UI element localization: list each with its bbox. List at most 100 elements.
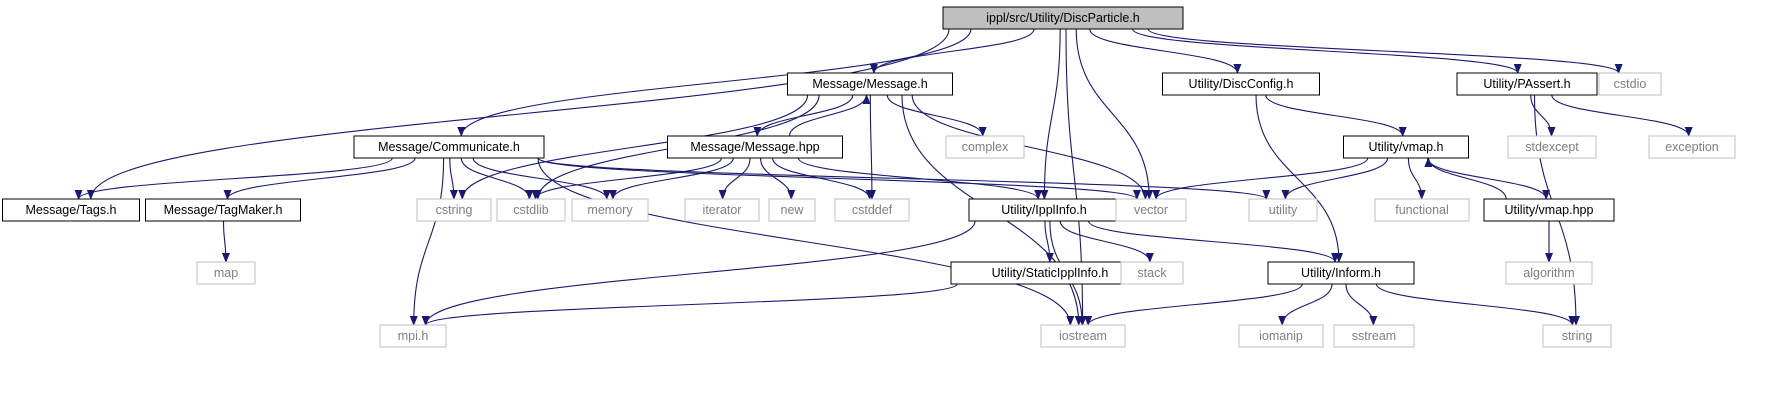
node-label-iostream: iostream	[1059, 329, 1107, 343]
node-label-algorithm: algorithm	[1523, 266, 1574, 280]
node-label-iterator: iterator	[703, 203, 742, 217]
node-stdexcept: stdexcept	[1507, 135, 1597, 159]
edge-vmap_h-to-vmap_hpp	[1426, 157, 1551, 200]
node-label-exception: exception	[1665, 140, 1719, 154]
node-label-root: ippl/src/Utility/DiscParticle.h	[986, 11, 1140, 25]
node-box-inform-h	[1267, 261, 1415, 285]
node-label-functional: functional	[1395, 203, 1449, 217]
node-algorithm: algorithm	[1505, 261, 1593, 285]
node-iterator: iterator	[684, 198, 760, 222]
node-label-tags-h: Message/Tags.h	[25, 203, 116, 217]
edge-communicate_h-to-vector	[537, 157, 1141, 200]
node-staticipplinfo-h[interactable]: Utility/StaticIpplInfo.h	[950, 261, 1150, 285]
node-map: map	[196, 261, 256, 285]
node-box-new	[768, 198, 816, 222]
node-box-exception	[1648, 135, 1736, 159]
node-label-cstdio: cstdio	[1614, 77, 1647, 91]
node-iostream: iostream	[1040, 324, 1126, 348]
node-label-tagmaker-h: Message/TagMaker.h	[164, 203, 283, 217]
node-discconfig-h[interactable]: Utility/DiscConfig.h	[1162, 72, 1320, 96]
edge-message_h-to-cstring	[458, 94, 809, 200]
node-iomanip: iomanip	[1238, 324, 1324, 348]
node-message-hpp[interactable]: Message/Message.hpp	[667, 135, 843, 159]
node-vmap-hpp[interactable]: Utility/vmap.hpp	[1483, 198, 1615, 222]
node-cstdlib: cstdlib	[496, 198, 566, 222]
node-box-tagmaker-h	[145, 198, 301, 222]
node-message-h[interactable]: Message/Message.h	[787, 72, 953, 96]
node-stack: stack	[1120, 261, 1184, 285]
edge-vmap_h-to-functional	[1407, 157, 1426, 200]
edge-vmap_h-to-utility	[1281, 157, 1389, 200]
node-label-new: new	[781, 203, 805, 217]
node-label-cstring: cstring	[436, 203, 473, 217]
node-box-complex	[945, 135, 1025, 159]
edge-root-to-ipplinfo_h	[1040, 28, 1061, 200]
edge-root-to-communicate_h	[457, 28, 972, 137]
node-cstdio: cstdio	[1598, 72, 1662, 96]
node-tagmaker-h[interactable]: Message/TagMaker.h	[145, 198, 301, 222]
node-exception: exception	[1648, 135, 1736, 159]
node-box-discconfig-h	[1162, 72, 1320, 96]
node-label-sstream: sstream	[1352, 329, 1396, 343]
node-inform-h[interactable]: Utility/Inform.h	[1267, 261, 1415, 285]
edge-root-to-cstdio	[1147, 28, 1623, 74]
node-label-mpi-h: mpi.h	[398, 329, 429, 343]
node-string: string	[1542, 324, 1612, 348]
edge-discconfig_h-to-vmap_h	[1265, 94, 1407, 137]
node-sstream: sstream	[1333, 324, 1415, 348]
node-label-stdexcept: stdexcept	[1525, 140, 1579, 154]
node-label-discconfig-h: Utility/DiscConfig.h	[1189, 77, 1294, 91]
node-label-ipplinfo-h: Utility/IpplInfo.h	[1001, 203, 1087, 217]
edge-root-to-discconfig_h	[1089, 28, 1242, 74]
node-label-inform-h: Utility/Inform.h	[1301, 266, 1381, 280]
node-ipplinfo-h[interactable]: Utility/IpplInfo.h	[968, 198, 1120, 222]
edge-message_hpp-to-iterator	[718, 157, 751, 200]
node-label-cstdlib: cstdlib	[513, 203, 548, 217]
node-label-string: string	[1562, 329, 1593, 343]
node-box-map	[196, 261, 256, 285]
node-box-memory	[571, 198, 649, 222]
edge-inform_h-to-iomanip	[1278, 283, 1333, 326]
edge-communicate_h-to-tags_h	[74, 157, 393, 200]
node-new: new	[768, 198, 816, 222]
edge-staticipplinfo_h-to-mpi_h	[421, 283, 958, 326]
edge-message_h-to-complex	[886, 94, 987, 137]
node-passert-h[interactable]: Utility/PAssert.h	[1456, 72, 1598, 96]
node-box-iomanip	[1238, 324, 1324, 348]
node-functional: functional	[1374, 198, 1470, 222]
node-communicate-h[interactable]: Message/Communicate.h	[353, 135, 545, 159]
node-label-message-h: Message/Message.h	[812, 77, 927, 91]
node-box-cstdlib	[496, 198, 566, 222]
node-memory: memory	[571, 198, 649, 222]
node-label-iomanip: iomanip	[1259, 329, 1303, 343]
node-box-cstring	[416, 198, 492, 222]
edge-tagmaker_h-to-map	[221, 220, 230, 263]
node-label-vector: vector	[1134, 203, 1168, 217]
node-vmap-h[interactable]: Utility/vmap.h	[1343, 135, 1469, 159]
node-label-communicate-h: Message/Communicate.h	[378, 140, 520, 154]
node-box-stack	[1120, 261, 1184, 285]
edge-message_h-to-vector	[911, 94, 1150, 200]
edge-communicate_h-to-tagmaker_h	[223, 157, 416, 200]
node-label-stack: stack	[1137, 266, 1167, 280]
node-box-utility	[1248, 198, 1318, 222]
node-box-stdexcept	[1507, 135, 1597, 159]
node-box-cstdio	[1598, 72, 1662, 96]
node-box-iterator	[684, 198, 760, 222]
node-box-tags-h	[2, 198, 140, 222]
node-box-message-h	[787, 72, 953, 96]
node-label-cstddef: cstddef	[852, 203, 893, 217]
node-box-iostream	[1040, 324, 1126, 348]
node-tags-h[interactable]: Message/Tags.h	[2, 198, 140, 222]
edge-passert_h-to-exception	[1551, 94, 1693, 137]
edge-ipplinfo_h-to-inform_h	[1088, 220, 1339, 263]
edge-ipplinfo_h-to-staticipplinfo_h	[1044, 220, 1054, 263]
node-box-vmap-hpp	[1483, 198, 1615, 222]
node-box-vector	[1115, 198, 1187, 222]
node-root[interactable]: ippl/src/Utility/DiscParticle.h	[942, 6, 1184, 30]
edge-communicate_h-to-utility	[537, 157, 1270, 200]
edge-ipplinfo_h-to-stack	[1059, 220, 1154, 263]
edge-communicate_h-to-mpi_h	[409, 157, 445, 326]
node-label-passert-h: Utility/PAssert.h	[1483, 77, 1570, 91]
